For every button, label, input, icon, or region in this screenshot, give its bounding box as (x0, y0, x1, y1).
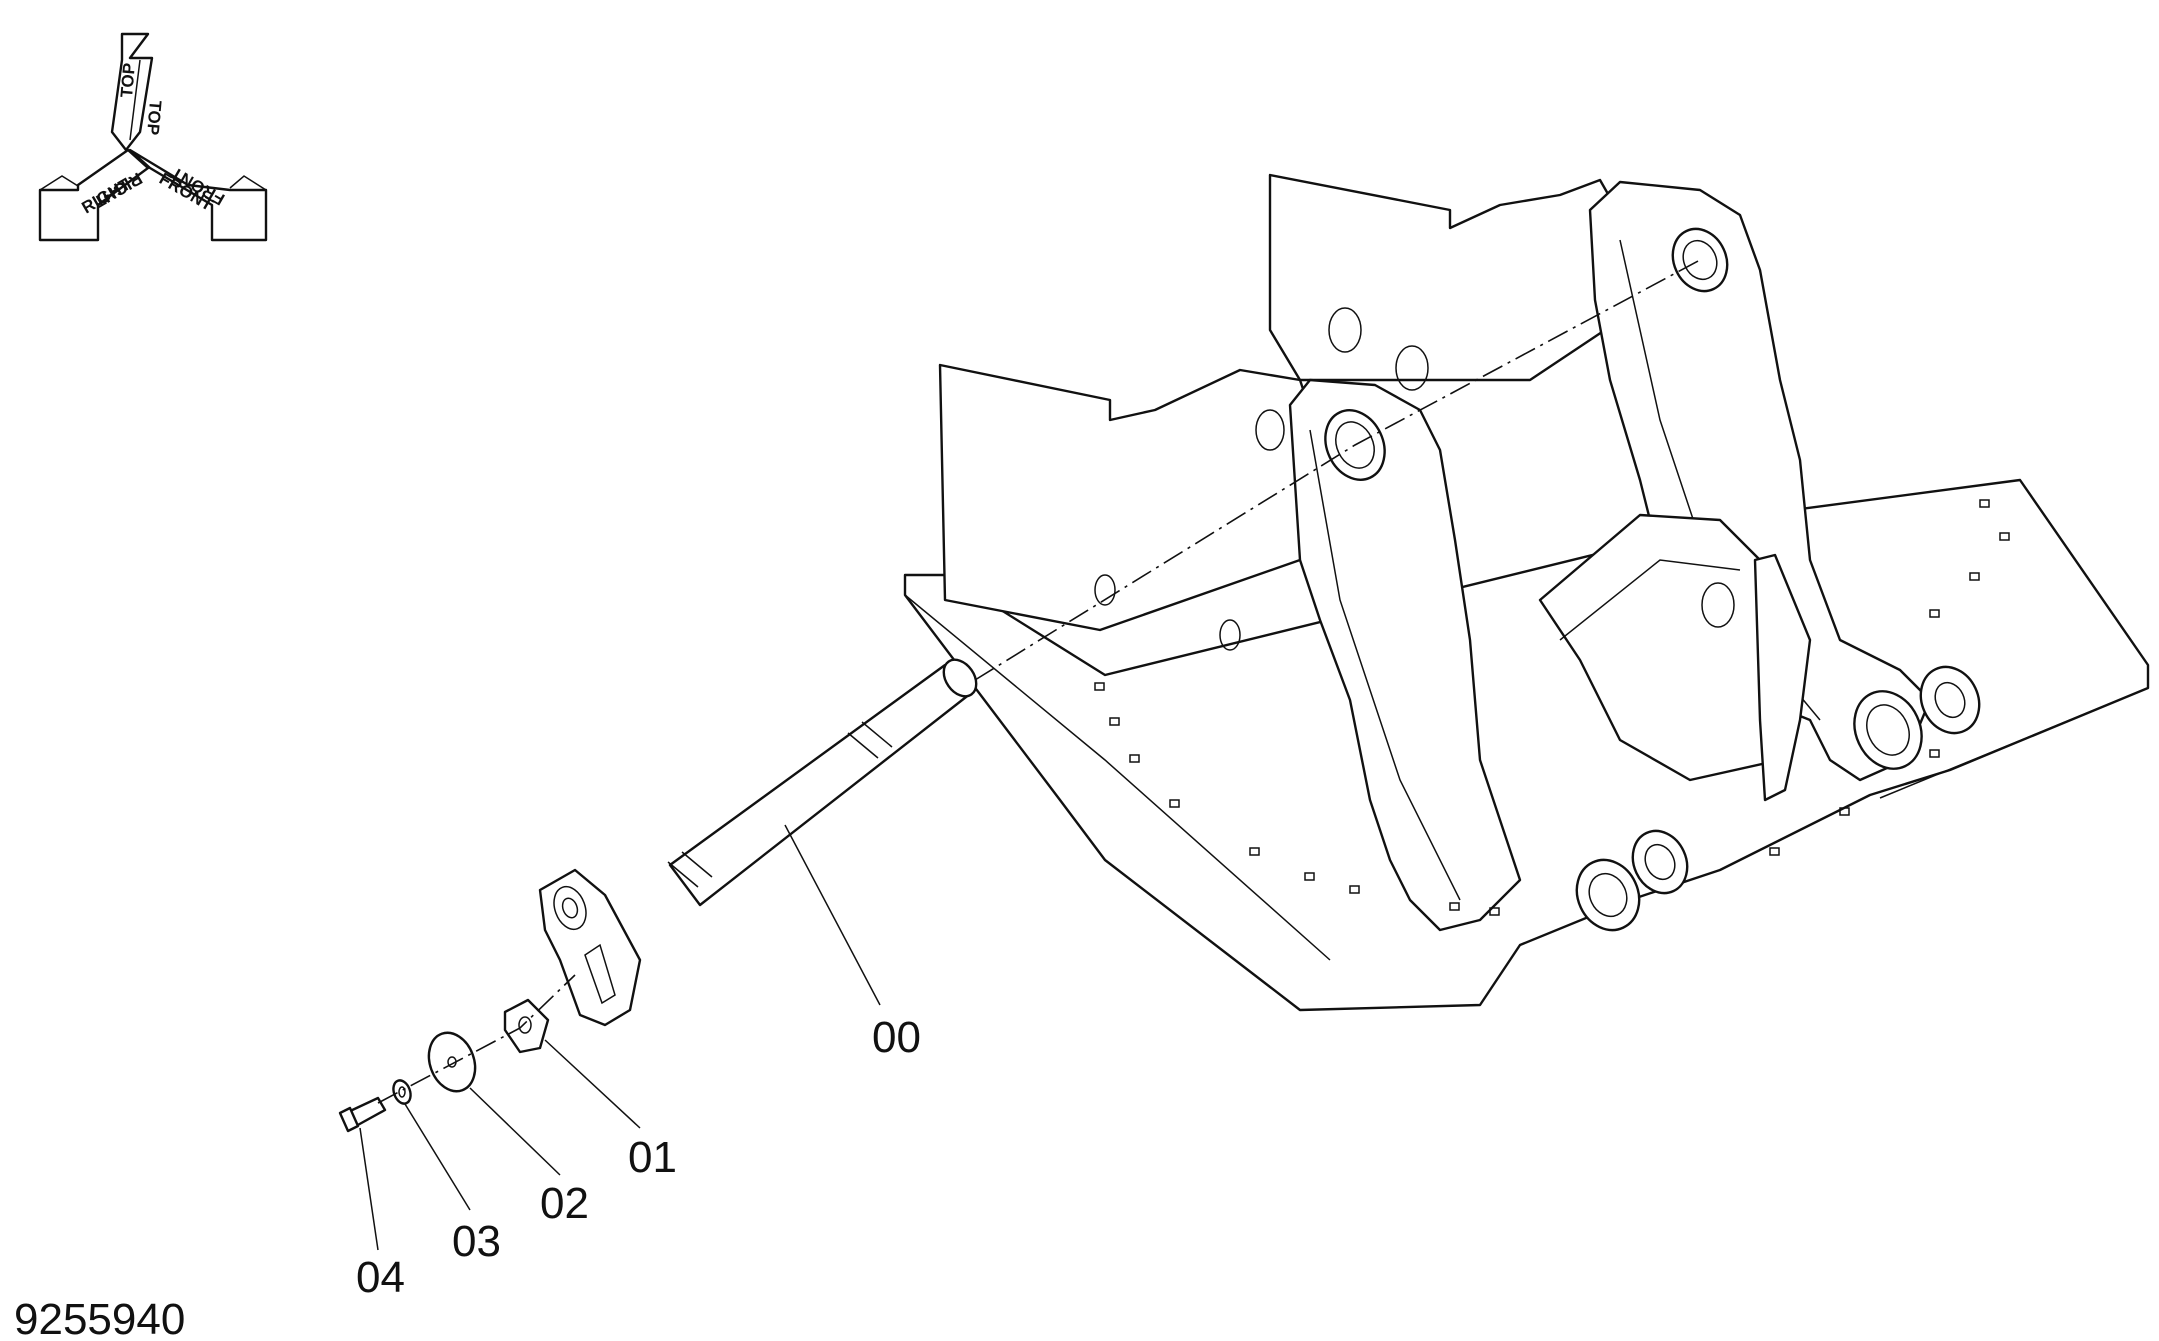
bolt-part (338, 1096, 387, 1133)
lock-washer-part (392, 1079, 412, 1105)
callout-02: 02 (540, 1179, 589, 1228)
drawing-number: 9255940 (14, 1295, 185, 1341)
orientation-indicator: TOP TOP RIGHT RIGHT FRONT FRONT (38, 32, 268, 242)
callout-04: 04 (356, 1253, 405, 1302)
orientation-top-label: TOP (143, 100, 165, 136)
callout-03: 03 (452, 1217, 501, 1266)
orientation-top-label-2: TOP (117, 62, 139, 98)
pin-part (667, 658, 978, 907)
plate-part (503, 868, 642, 1054)
frame-assembly (903, 173, 2150, 1012)
callout-01: 01 (628, 1133, 677, 1182)
leader-lines (359, 824, 881, 1251)
callout-00: 00 (872, 1013, 921, 1062)
washer-part (427, 1031, 477, 1093)
